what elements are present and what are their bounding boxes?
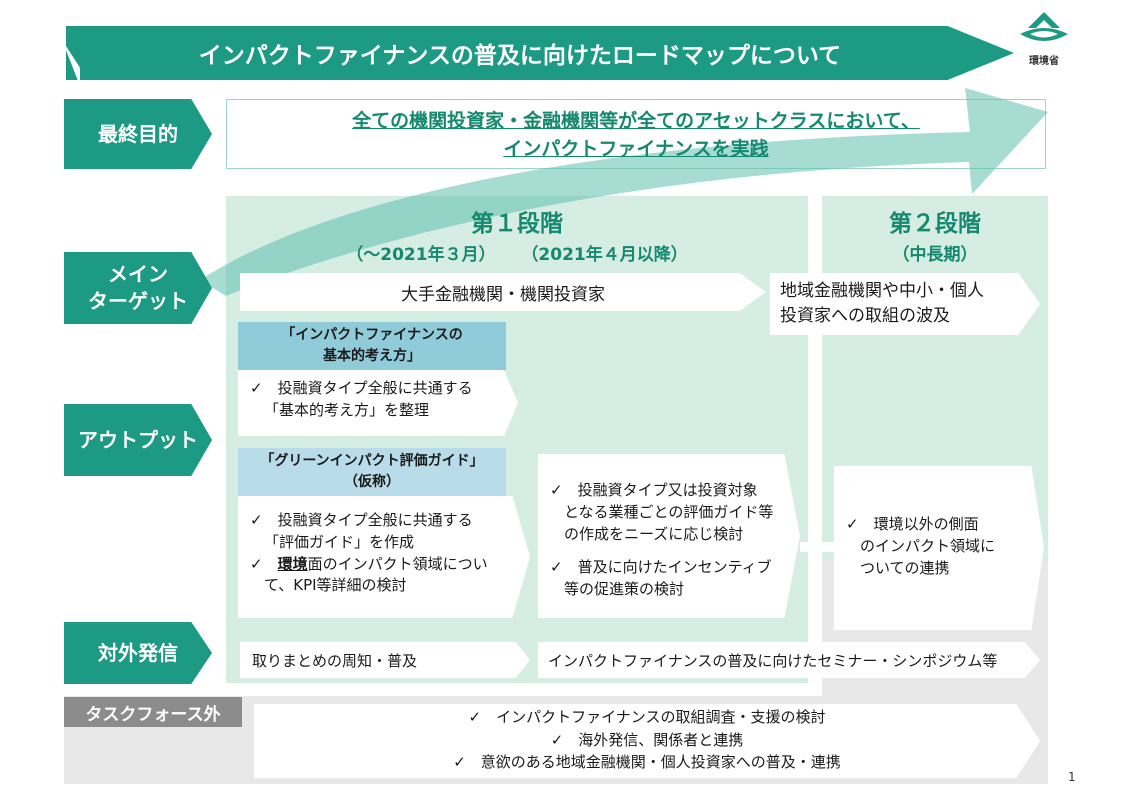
guide-line3-bold: 環境: [277, 554, 308, 573]
target-phase2-line1: 地域金融機関や中小・個人: [780, 281, 984, 301]
target-phase2-arrow: 地域金融機関や中小・個人 投資家への取組の波及: [770, 273, 1040, 335]
phase2-output-line3: ついての連携: [860, 558, 950, 577]
page-number: 1: [1068, 770, 1076, 784]
phase2-output-line2: のインパクト領域に: [860, 536, 996, 555]
basic-concept-header-line2: 基本的考え方」: [323, 348, 421, 364]
guide-line3-rest: 面のインパクト領域につい: [307, 554, 488, 573]
row-label-output-text: アウトプット: [78, 427, 198, 452]
final-goal-line2: インパクトファイナンスを実践: [503, 137, 769, 160]
ministry-logo: 環境省: [1016, 8, 1072, 67]
page-title: インパクトファイナンスの普及に向けたロードマップについて: [198, 43, 842, 69]
final-goal-line1: 全ての機関投資家・金融機関等が全てのアセットクラスにおいて、: [352, 110, 920, 132]
phase2-period: （中長期）: [892, 245, 978, 265]
phase1-header: 第１段階 （～2021年３月） （2021年４月以降）: [226, 204, 808, 265]
guide-body: ✓ 投融資タイプ全般に共通する 「評価ガイド」を作成 ✓ 環境面のインパクト領域…: [238, 496, 530, 618]
outside-line3: ✓ 意欲のある地域金融機関・個人投資家への普及・連携: [453, 753, 841, 771]
row-label-external: 対外発信: [64, 622, 212, 684]
basic-concept-body: ✓ 投融資タイプ全般に共通する 「基本的考え方」を整理: [238, 370, 518, 436]
mountain-logo-icon: [1020, 12, 1068, 41]
outside-tf-arrow: ✓ インパクトファイナンスの取組調査・支援の検討 ✓ 海外発信、関係者と連携 ✓…: [254, 704, 1040, 778]
phase1-title: 第１段階: [471, 211, 563, 237]
later-line1: ✓ 投融資タイプ又は投資対象: [550, 481, 758, 499]
guide-line3-check: ✓: [250, 554, 278, 573]
external-right-text: インパクトファイナンスの普及に向けたセミナー・シンポジウム等: [548, 651, 998, 670]
guide-line4: て、KPI等詳細の検討: [264, 576, 407, 595]
outside-line1: ✓ インパクトファイナンスの取組調査・支援の検討: [468, 708, 826, 726]
basic-concept-line2: 「基本的考え方」を整理: [264, 400, 430, 419]
phase-connector: [800, 542, 836, 552]
external-left-text: 取りまとめの周知・普及: [252, 651, 418, 670]
target-phase2-line2: 投資家への取組の波及: [780, 305, 950, 326]
phase2-output: ✓ 環境以外の側面 のインパクト領域に ついての連携: [834, 466, 1044, 630]
guide-header-line1: 「グリーンインパクト評価ガイド」: [260, 453, 484, 469]
phase1-later-output: ✓ 投融資タイプ又は投資対象 となる業種ごとの評価ガイド等 の作成をニーズに応じ…: [538, 454, 800, 618]
phase2-header: 第２段階 （中長期）: [822, 204, 1048, 265]
phase1-period1: （～2021年３月）: [346, 245, 496, 265]
row-label-main-target: メイン ターゲット: [64, 252, 212, 324]
guide-line1: ✓ 投融資タイプ全般に共通する: [250, 511, 473, 529]
later-line3: の作成をニーズに応じ検討: [564, 524, 744, 543]
target-phase1-text: 大手金融機関・機関投資家: [401, 284, 605, 305]
later-line4: ✓ 普及に向けたインセンティブ: [550, 558, 772, 577]
outside-line2: ✓ 海外発信、関係者と連携: [550, 730, 744, 749]
basic-concept-line1: ✓ 投融資タイプ全般に共通する: [250, 379, 473, 397]
target-phase1-arrow: 大手金融機関・機関投資家: [240, 273, 766, 311]
row-label-outside-tf-text: タスクフォース外: [85, 704, 221, 725]
phase1-period2: （2021年４月以降）: [521, 245, 688, 265]
phase2-title: 第２段階: [889, 211, 981, 237]
row-label-main-target-text: メイン ターゲット: [88, 262, 188, 313]
guide-header-line2: （仮称）: [344, 474, 400, 490]
basic-concept-header: 「インパクトファイナンスの 基本的考え方」: [238, 322, 506, 370]
final-goal-text: 全ての機関投資家・金融機関等が全てのアセットクラスにおいて、 インパクトファイナ…: [226, 108, 1046, 163]
phase2-output-line1: ✓ 環境以外の側面: [846, 515, 979, 533]
basic-concept-header-line1: 「インパクトファイナンスの: [281, 327, 463, 343]
title-banner: インパクトファイナンスの普及に向けたロードマップについて: [66, 26, 1014, 80]
row-label-outside-tf: タスクフォース外: [64, 697, 242, 727]
external-right-arrow: インパクトファイナンスの普及に向けたセミナー・シンポジウム等: [538, 642, 1040, 678]
guide-line3: ✓ 環境面のインパクト領域につい: [250, 554, 530, 576]
external-left-arrow: 取りまとめの周知・普及: [240, 642, 530, 678]
guide-line2: 「評価ガイド」を作成: [264, 532, 415, 551]
later-line2: となる業種ごとの評価ガイド等: [564, 502, 774, 521]
row-label-output: アウトプット: [64, 404, 212, 476]
roadmap-diagonal-arrow: [200, 88, 1048, 296]
row-label-final-goal-text: 最終目的: [98, 121, 178, 146]
row-label-external-text: 対外発信: [98, 640, 178, 665]
logo-text: 環境省: [1029, 56, 1059, 67]
later-line5: 等の促進策の検討: [564, 580, 685, 598]
row-label-final-goal: 最終目的: [64, 99, 212, 169]
guide-header: 「グリーンインパクト評価ガイド」 （仮称）: [238, 448, 506, 496]
